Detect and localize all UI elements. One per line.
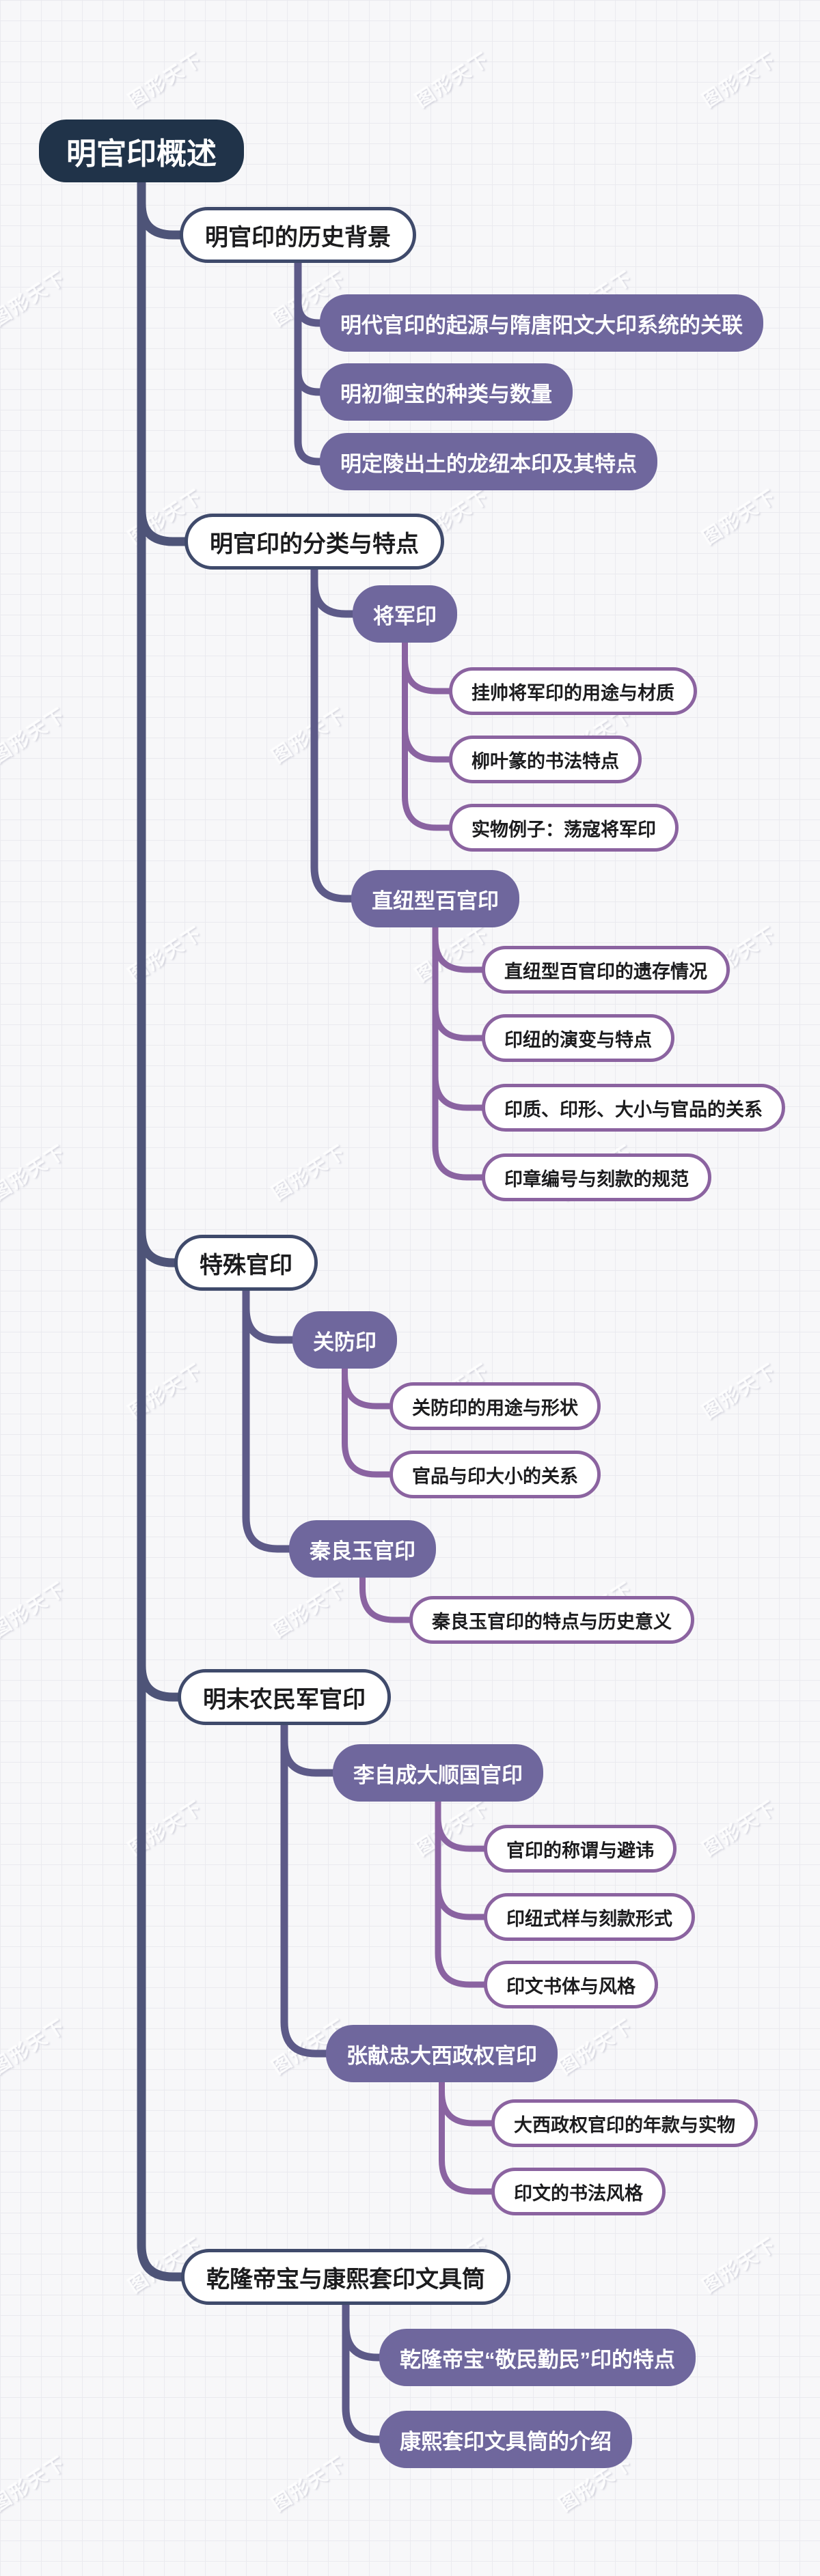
mindmap-node-b2c1g2[interactable]: 柳叶篆的书法特点 xyxy=(449,736,642,783)
connector-b3c1-b3c1g1 xyxy=(342,1364,396,1410)
connector-b3-b3c1 xyxy=(242,1285,299,1344)
mindmap-node-b4c2g1[interactable]: 大西政权官印的年款与实物 xyxy=(491,2099,758,2147)
connector-root-b1 xyxy=(137,176,187,240)
mindmap-node-b4c1[interactable]: 李自成大顺国官印 xyxy=(333,1744,543,1802)
mindmap-node-b2c1g3[interactable]: 实物例子：荡寇将军印 xyxy=(449,804,679,852)
mindmap-node-b5[interactable]: 乾隆帝宝与康熙套印文具筒 xyxy=(181,2249,510,2305)
mindmap-node-b4c1g2[interactable]: 印纽式样与刻款形式 xyxy=(484,1893,695,1941)
connector-b4c1-b4c1g3 xyxy=(435,1797,490,1988)
mindmap-node-b2c2g1[interactable]: 直纽型百官印的遗存情况 xyxy=(482,946,730,994)
connector-b2c2-b2c2g4 xyxy=(432,923,488,1181)
connector-b2-b2c1 xyxy=(310,564,359,618)
mindmap-node-b2c1g1[interactable]: 挂帅将军印的用途与材质 xyxy=(449,667,697,715)
mindmap-node-b4c1g1[interactable]: 官印的称谓与避讳 xyxy=(484,1825,676,1873)
connector-root-b4 xyxy=(137,176,185,1702)
mindmap-node-b2[interactable]: 明官印的分类与特点 xyxy=(184,514,444,570)
mindmap-node-b5c2[interactable]: 康熙套印文具筒的介绍 xyxy=(379,2411,632,2468)
mindmap-node-b1c2[interactable]: 明初御宝的种类与数量 xyxy=(320,363,573,421)
connector-b2c1-b2c1g3 xyxy=(402,638,455,831)
connector-b2c2-b2c2g1 xyxy=(432,923,488,973)
connector-b3c2-b3c2g1 xyxy=(359,1573,415,1623)
connector-b4c2-b4c2g2 xyxy=(439,2077,497,2195)
connector-b4c2-b4c2g1 xyxy=(439,2077,497,2127)
mindmap-node-b2c2g3[interactable]: 印质、印形、大小与官品的关系 xyxy=(482,1084,785,1132)
connector-b3-b3c2 xyxy=(242,1285,296,1553)
mindmap-node-b1c1[interactable]: 明代官印的起源与隋唐阳文大印系统的关联 xyxy=(320,294,763,352)
mindmap-node-b2c2[interactable]: 直纽型百官印 xyxy=(351,870,519,927)
mindmap-node-b3c1g2[interactable]: 官品与印大小的关系 xyxy=(390,1451,601,1498)
mindmap-node-b2c1[interactable]: 将军印 xyxy=(353,585,457,643)
mindmap-node-b1c3[interactable]: 明定陵出土的龙纽本印及其特点 xyxy=(320,433,657,490)
mindmap-node-b4c2[interactable]: 张献忠大西政权官印 xyxy=(326,2025,558,2082)
mindmap-node-b3[interactable]: 特殊官印 xyxy=(174,1235,318,1291)
mindmap-node-b4c1g3[interactable]: 印文书体与风格 xyxy=(484,1961,658,2008)
mindmap-node-b3c1[interactable]: 关防印 xyxy=(292,1311,397,1369)
connector-b2c1-b2c1g1 xyxy=(402,638,455,695)
connector-b1-b1c3 xyxy=(294,257,327,466)
connector-b5-b5c1 xyxy=(342,2299,386,2362)
mindmap-node-b3c2g1[interactable]: 秦良玉官印的特点与历史意义 xyxy=(409,1596,694,1644)
connector-b2-b2c2 xyxy=(310,564,358,903)
mindmap-node-b2c2g2[interactable]: 印纽的演变与特点 xyxy=(482,1014,674,1062)
connector-root-b3 xyxy=(137,176,182,1268)
mindmap-node-b2c2g4[interactable]: 印章编号与刻款的规范 xyxy=(482,1153,711,1201)
connector-b5-b5c2 xyxy=(342,2299,386,2444)
connector-root-b5 xyxy=(137,176,189,2282)
mindmap-node-b5c1[interactable]: 乾隆帝宝“敬民勤民”印的特点 xyxy=(379,2329,696,2386)
mindmap-node-b4c2g2[interactable]: 印文的书法风格 xyxy=(491,2168,666,2215)
connector-b4-b4c2 xyxy=(280,1720,333,2058)
mindmap-node-b4[interactable]: 明末农民军官印 xyxy=(178,1669,391,1725)
connector-b4-b4c1 xyxy=(280,1720,340,1777)
mindmap-node-b1[interactable]: 明官印的历史背景 xyxy=(180,207,416,263)
mindmap-node-b3c2[interactable]: 秦良玉官印 xyxy=(289,1520,436,1578)
connector-b2c2-b2c2g3 xyxy=(432,923,488,1111)
connector-b2c1-b2c1g2 xyxy=(402,638,455,763)
connector-b2c2-b2c2g2 xyxy=(432,923,488,1041)
connector-b4c1-b4c1g1 xyxy=(435,1797,490,1852)
connector-b3c1-b3c1g2 xyxy=(342,1364,396,1478)
connector-b4c1-b4c1g2 xyxy=(435,1797,490,1920)
mindmap-node-b3c1g1[interactable]: 关防印的用途与形状 xyxy=(390,1382,601,1430)
mindmap-node-root[interactable]: 明官印概述 xyxy=(39,120,244,182)
